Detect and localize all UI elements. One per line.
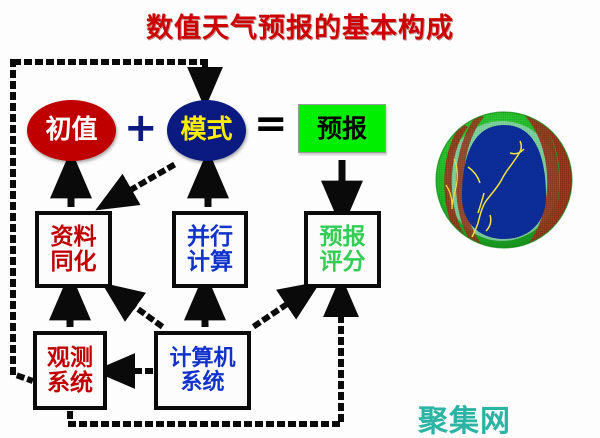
globe-coastlines-outer (445, 158, 458, 210)
arrow-model-to-assimilation (95, 161, 177, 211)
node-forecast[interactable]: 预报 (298, 104, 386, 153)
node-model[interactable]: 模式 (167, 100, 246, 161)
node-parallel-computing-line2: 计算 (187, 248, 233, 275)
node-data-assimilation-line2: 同化 (50, 248, 97, 275)
node-data-assimilation-line1: 资料 (50, 224, 97, 251)
page-title: 数值天气预报的基本构成 (146, 13, 454, 44)
node-parallel-computing[interactable]: 并行 计算 (172, 211, 248, 288)
node-forecast-verification-line2: 评分 (319, 248, 366, 275)
node-data-assimilation[interactable]: 资料 同化 (35, 211, 112, 288)
node-model-label: 模式 (180, 115, 233, 146)
globe-coastlines (467, 140, 525, 238)
node-observation-system-line2: 系统 (47, 369, 93, 396)
arrow-computer-to-verification (251, 281, 321, 330)
watermark: 聚集网 (418, 404, 511, 438)
node-initial-value-label: 初值 (45, 115, 98, 146)
node-computer-system-line1: 计算机 (169, 346, 236, 372)
globe-inner-domain (462, 125, 546, 239)
nested-grid-globe-image (435, 111, 573, 249)
node-initial-value[interactable]: 初值 (27, 100, 116, 161)
node-forecast-verification-line1: 预报 (319, 224, 366, 251)
node-computer-system[interactable]: 计算机 系统 (154, 331, 251, 410)
node-forecast-label: 预报 (316, 113, 367, 143)
arrow-computer-to-assimilation (101, 282, 165, 330)
equals-symbol: = (254, 101, 288, 147)
node-observation-system-line1: 观测 (47, 345, 93, 372)
node-forecast-verification[interactable]: 预报 评分 (304, 211, 381, 288)
node-observation-system[interactable]: 观测 系统 (33, 331, 107, 410)
node-computer-system-line2: 系统 (180, 369, 225, 395)
plus-symbol: + (124, 105, 158, 151)
node-parallel-computing-line1: 并行 (187, 224, 233, 251)
